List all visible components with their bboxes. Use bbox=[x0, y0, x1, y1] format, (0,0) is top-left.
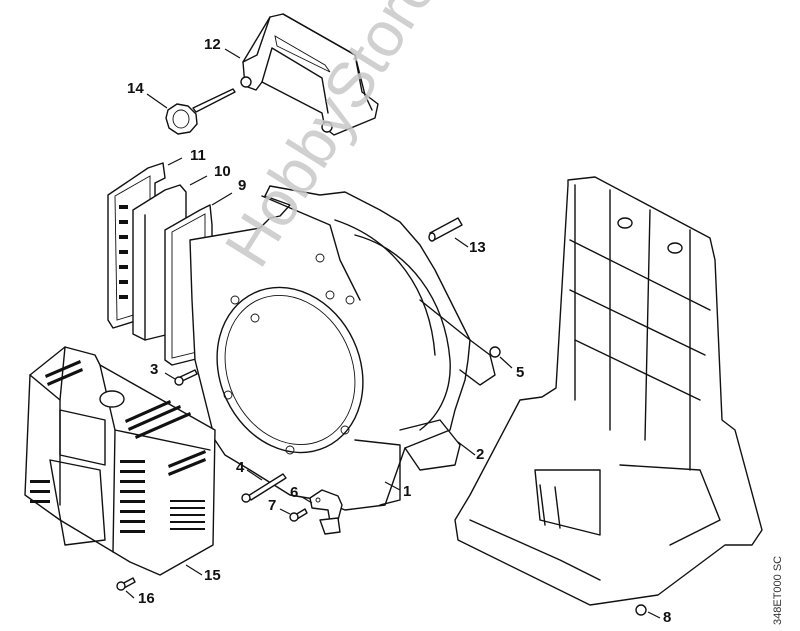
label-part-16: 16 bbox=[138, 590, 155, 607]
part-star-knob bbox=[165, 88, 236, 135]
part-screw-16 bbox=[116, 577, 136, 591]
part-handle bbox=[240, 13, 379, 136]
label-part-12: 12 bbox=[204, 36, 221, 53]
part-nut-8 bbox=[635, 604, 647, 616]
label-part-5: 5 bbox=[516, 364, 525, 381]
part-blower-housing bbox=[189, 185, 496, 511]
part-screw-7 bbox=[289, 508, 308, 522]
label-part-7: 7 bbox=[268, 497, 277, 514]
label-part-15: 15 bbox=[204, 567, 221, 584]
part-long-screw-4 bbox=[241, 473, 287, 503]
label-part-2: 2 bbox=[476, 446, 485, 463]
label-part-8: 8 bbox=[663, 609, 672, 626]
label-part-13: 13 bbox=[469, 239, 486, 256]
label-part-4: 4 bbox=[236, 459, 245, 476]
part-sleeve bbox=[428, 217, 463, 242]
label-part-10: 10 bbox=[214, 163, 231, 180]
part-screw-3 bbox=[174, 369, 198, 386]
part-backpack-frame bbox=[454, 176, 763, 606]
label-part-1: 1 bbox=[403, 483, 412, 500]
leader-lines bbox=[125, 48, 661, 619]
label-part-9: 9 bbox=[238, 177, 247, 194]
label-part-6: 6 bbox=[290, 484, 299, 501]
part-nut-5 bbox=[489, 346, 501, 358]
label-part-14: 14 bbox=[127, 80, 144, 97]
part-shroud bbox=[24, 346, 216, 576]
part-bracket-6 bbox=[309, 489, 343, 535]
drawing-code: 348ET000 SC bbox=[772, 555, 784, 625]
label-part-3: 3 bbox=[150, 361, 159, 378]
label-part-11: 11 bbox=[190, 147, 206, 164]
